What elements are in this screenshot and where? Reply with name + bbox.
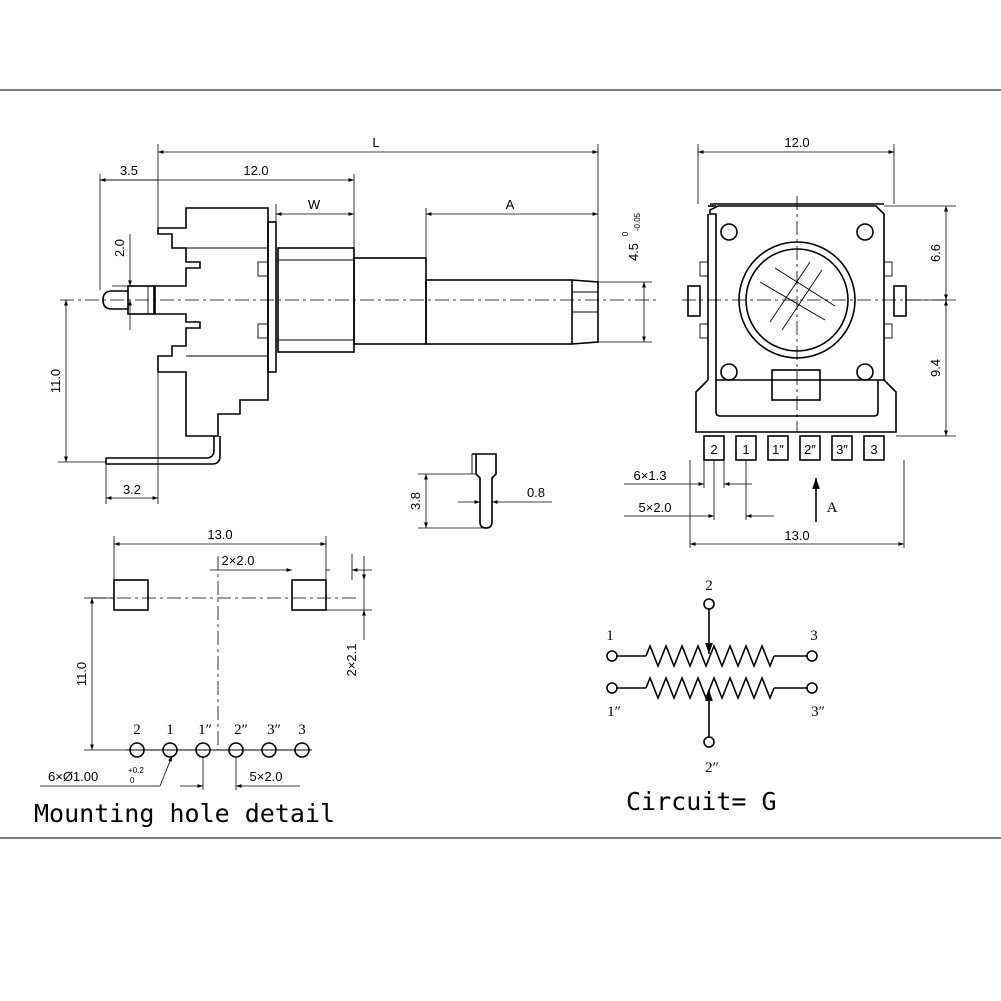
mounting-hole-detail: 2 1 1″ 2″ 3″ 3 13.0 2×2.0 11.0 2×2.1 6×Ø…	[34, 527, 372, 828]
front-pin-label: 2″	[804, 442, 816, 457]
front-view: 2 1 1″ 2″ 3″ 3 12.0 6.6 9.4 6×1.3 5×2.0	[624, 135, 956, 548]
circuit-term-right-bottom: 3″	[811, 704, 825, 720]
mount-dim-2x2-1-label: 2×2.1	[344, 644, 359, 677]
dim-2-0-label: 2.0	[112, 239, 127, 257]
hole-label: 2	[133, 722, 141, 738]
mount-dim-5x2-0-label: 5×2.0	[250, 769, 283, 784]
circuit-title: Circuit= G	[626, 787, 777, 816]
hole-label: 3″	[267, 722, 281, 738]
front-arrow-A-label: A	[827, 500, 838, 516]
pin-dim-0-8-label: 0.8	[527, 485, 545, 500]
mount-holes-label: 6×Ø1.00	[48, 769, 98, 784]
hole-label: 1″	[198, 722, 212, 738]
dim-4-5-label: 4.5	[626, 243, 641, 261]
front-pin-label: 1	[742, 442, 749, 457]
circuit-term-left-top: 1	[606, 628, 614, 644]
front-pin-label: 3″	[836, 442, 848, 457]
dim-L-label: L	[372, 135, 379, 150]
front-pin-label: 1″	[772, 442, 784, 457]
circuit-term-right-top: 3	[810, 628, 818, 644]
front-pin-label: 3	[870, 442, 877, 457]
dim-4-5-tol-lower: -0.05	[633, 212, 642, 231]
dim-3-5-label: 3.5	[120, 163, 138, 178]
dim-12-0-label: 12.0	[243, 163, 268, 178]
circuit-term-top: 2	[705, 578, 713, 594]
front-dim-6-6-label: 6.6	[928, 244, 943, 262]
front-pin-label: 2	[710, 442, 717, 457]
front-dim-13-0-label: 13.0	[784, 528, 809, 543]
mount-holes-tol-lower: 0	[130, 776, 135, 785]
hole-label: 3	[298, 722, 306, 738]
mount-dim-13-0-label: 13.0	[207, 527, 232, 542]
front-dim-9-4-label: 9.4	[928, 359, 943, 377]
mount-dim-11-0-label: 11.0	[74, 662, 89, 686]
front-dim-width-label: 12.0	[784, 135, 809, 150]
hole-label: 1	[166, 722, 174, 738]
dim-A-label: A	[506, 197, 515, 212]
mount-holes-tol-upper: +0.2	[128, 766, 144, 775]
dim-11-0-label: 11.0	[48, 369, 63, 393]
mount-dim-2x2-0-label: 2×2.0	[222, 553, 255, 568]
pin-detail: 3.8 0.8	[408, 453, 552, 529]
circuit-diagram: 2 1 3 1″ 3″ 2″ Circuit= G	[606, 578, 825, 816]
front-dim-6x1-3-label: 6×1.3	[634, 468, 667, 483]
pin-dim-3-8-label: 3.8	[408, 492, 423, 510]
side-view: L 3.5 12.0 W A 2.0 11.0 3.2 4.5	[48, 135, 660, 504]
dim-4-5-tol-upper: 0	[621, 231, 630, 236]
circuit-term-bottom: 2″	[705, 760, 719, 776]
dim-W-label: W	[308, 197, 321, 212]
mounting-title: Mounting hole detail	[34, 799, 335, 828]
front-dim-5x2-0-label: 5×2.0	[639, 500, 672, 515]
dim-3-2-label: 3.2	[123, 482, 141, 497]
circuit-term-left-bottom: 1″	[607, 704, 621, 720]
hole-label: 2″	[234, 722, 248, 738]
